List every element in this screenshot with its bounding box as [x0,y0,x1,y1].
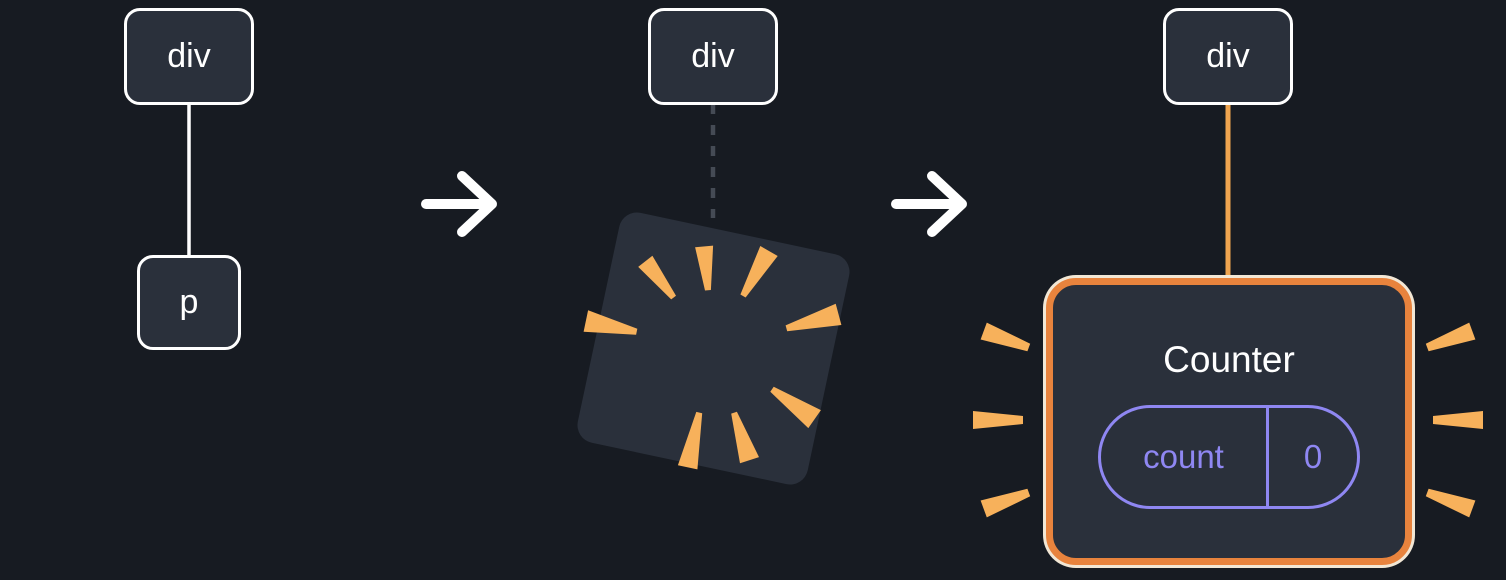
spark-icon [973,411,1023,429]
counter-title: Counter [1163,339,1295,380]
spark-icon [677,411,703,470]
spark-icon [1425,488,1476,518]
spark-icon [695,245,714,291]
state-pill: count 0 [1098,405,1360,509]
spark-icon [1425,322,1476,352]
spark-icon [980,322,1031,352]
dom-node-label: div [691,37,735,75]
spark-icon [740,246,778,298]
spark-icon [980,488,1031,518]
spark-burst [583,245,1483,518]
spark-icon [638,255,676,300]
spark-icon [785,303,842,332]
spark-icon [731,411,759,464]
spark-icon [583,310,638,335]
arrow-right-icon [891,171,967,237]
spark-icon [770,386,821,429]
dom-node-p: p [137,255,241,350]
dom-node-label: div [167,37,211,75]
counter-card: Counter count 0 [1046,278,1412,565]
arrow-right-icon [421,171,497,237]
spark-icon [1433,411,1483,429]
state-divider [1266,408,1269,506]
state-key: count [1143,438,1224,475]
dom-node-div: div [1163,8,1293,105]
state-value: 0 [1303,438,1323,475]
dom-node-label: div [1206,37,1250,75]
dom-node-div: div [648,8,778,105]
dom-node-label: p [179,283,199,321]
dom-node-div: div [124,8,254,105]
